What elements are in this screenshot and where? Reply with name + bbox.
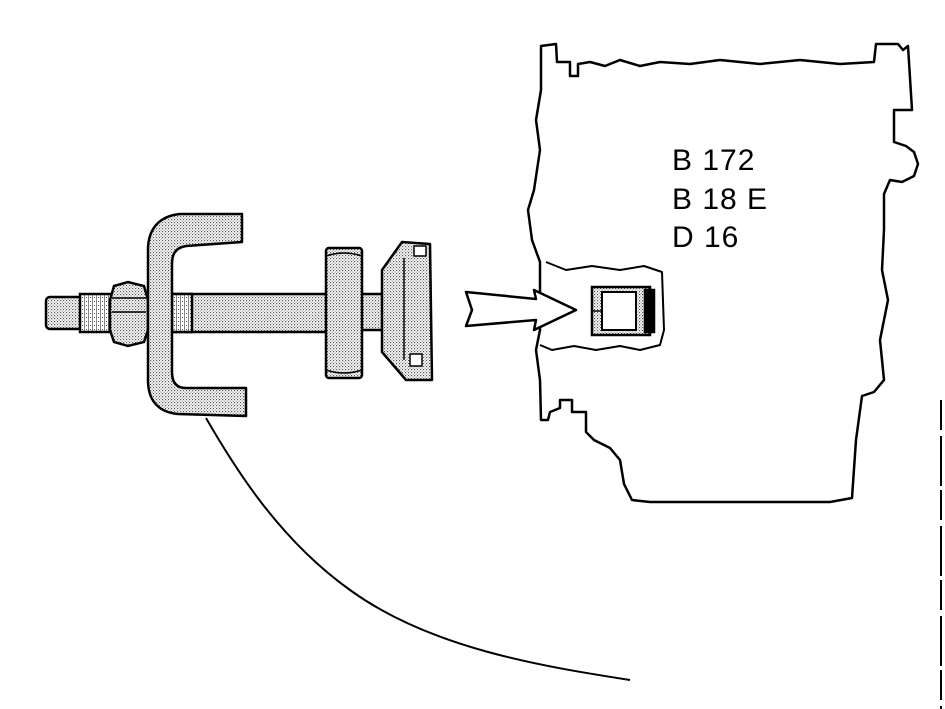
engine-code-b172: B 172 [672, 144, 756, 177]
bearing-seat [590, 285, 656, 337]
spacer-sleeve [324, 246, 364, 380]
engine-code-list: B 172 B 18 E D 16 [672, 142, 768, 258]
bearing-cup [380, 240, 434, 382]
pointer-line [205, 417, 631, 681]
engine-code-b18e: B 18 E [672, 182, 769, 216]
engine-block [526, 42, 920, 504]
engine-code-d16: D 16 [672, 221, 740, 254]
insertion-arrow [464, 288, 578, 332]
hex-nut [108, 280, 150, 348]
puller-yoke [146, 212, 248, 418]
